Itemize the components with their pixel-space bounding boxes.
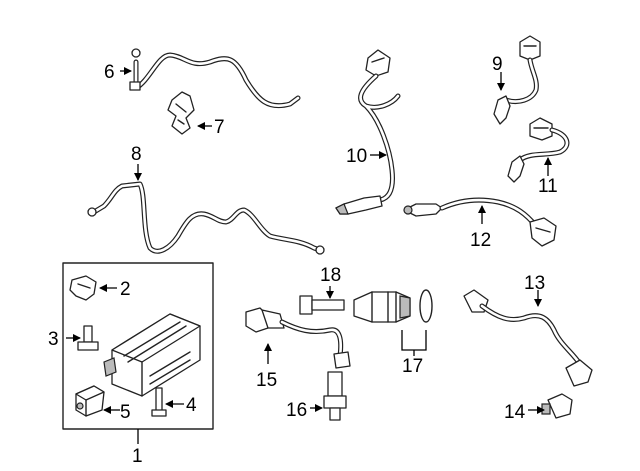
part-2-bracket <box>69 275 97 301</box>
part-16-sensor <box>323 371 347 421</box>
part-9-oxygen-sensor <box>493 35 541 125</box>
part-18-bolt <box>299 295 345 315</box>
callout-12: 12 <box>470 230 491 251</box>
part-14-sensor <box>541 393 573 419</box>
part-15-hose <box>245 307 351 369</box>
part-7-bracket <box>167 91 195 135</box>
callout-18: 18 <box>320 265 341 286</box>
callout-13: 13 <box>524 273 545 294</box>
callout-3: 3 <box>48 329 59 350</box>
part-5-purge-valve <box>75 385 105 417</box>
callout-8: 8 <box>131 144 142 165</box>
part-11-oxygen-sensor <box>507 117 570 183</box>
callout-10: 10 <box>346 146 367 167</box>
part-1-vapor-canister <box>103 313 201 397</box>
part-13-hose <box>463 289 593 387</box>
part-6-hose <box>129 48 301 109</box>
part-12-oxygen-sensor <box>403 197 557 247</box>
leader-17-bracket <box>401 330 427 351</box>
part-3-bolt <box>77 325 99 351</box>
callout-17: 17 <box>402 356 423 377</box>
callout-5: 5 <box>120 402 131 423</box>
callout-9: 9 <box>492 54 503 75</box>
callout-16: 16 <box>286 400 307 421</box>
callout-7: 7 <box>214 117 225 138</box>
part-8-hose <box>87 181 325 255</box>
part-10-oxygen-sensor <box>335 49 401 215</box>
callout-15: 15 <box>256 370 277 391</box>
callout-4: 4 <box>186 395 197 416</box>
callout-2: 2 <box>120 279 131 300</box>
part-17-injector <box>353 289 433 323</box>
callout-6: 6 <box>104 62 115 83</box>
callout-11: 11 <box>538 176 558 197</box>
callout-14: 14 <box>504 402 526 423</box>
part-4-bolt <box>151 387 167 417</box>
callout-1: 1 <box>132 446 143 467</box>
